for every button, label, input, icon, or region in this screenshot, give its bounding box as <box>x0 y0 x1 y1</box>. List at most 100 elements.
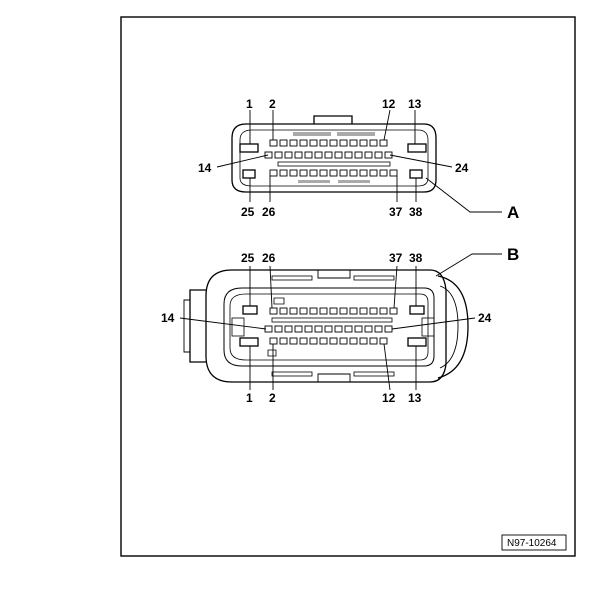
pin-cavity <box>264 151 273 159</box>
connector-a-cavity-25 <box>242 169 256 179</box>
pin-cavity <box>334 325 343 333</box>
figure-frame <box>120 16 576 557</box>
pin-cavity <box>284 325 293 333</box>
label-a-1: 1 <box>246 97 253 111</box>
pin-cavity <box>279 139 288 147</box>
pin-cavity <box>314 325 323 333</box>
pin-cavity <box>289 307 298 315</box>
pin-cavity <box>339 337 348 345</box>
label-a-25: 25 <box>241 205 255 219</box>
label-b-14: 14 <box>161 311 175 325</box>
pin-cavity <box>349 169 358 177</box>
pin-cavity <box>269 139 278 147</box>
connector-b-row-bottom <box>269 337 388 345</box>
pin-cavity <box>359 337 368 345</box>
connector-b-right-latch <box>437 275 469 379</box>
connector-b-side-right <box>421 317 435 337</box>
connector-b-cavity-1 <box>239 337 259 347</box>
connector-a-lock-bar-3 <box>298 180 330 183</box>
label-b-13: 13 <box>408 391 422 405</box>
pin-cavity <box>274 151 283 159</box>
pin-cavity <box>279 169 288 177</box>
connector-a-row-2 <box>264 151 393 159</box>
connector-b-row-middle <box>264 325 393 333</box>
pin-cavity <box>279 337 288 345</box>
leader-callout-b <box>435 253 502 277</box>
connector-b-bottom-slot-left <box>271 371 313 377</box>
connector-b-inner-shell-2 <box>229 293 429 361</box>
connector-b-key <box>273 297 285 305</box>
pin-cavity <box>349 139 358 147</box>
pin-cavity <box>319 169 328 177</box>
pin-cavity <box>379 307 388 315</box>
connector-b-bottom-tab <box>317 373 351 382</box>
figure-code-box <box>501 534 567 551</box>
pin-cavity <box>344 151 353 159</box>
label-a-37: 37 <box>389 205 403 219</box>
connector-a-center-slot <box>277 161 391 167</box>
pin-cavity <box>299 169 308 177</box>
leader-b-24 <box>391 317 476 330</box>
label-a-38: 38 <box>409 205 423 219</box>
figure-code: N97-10264 <box>507 538 557 549</box>
label-b-24: 24 <box>478 311 492 325</box>
connector-a-row-1 <box>269 139 388 147</box>
pin-cavity <box>374 151 383 159</box>
connector-a-lock-bar-2 <box>337 132 375 136</box>
connector-b-left-clip <box>189 289 206 363</box>
connector-b <box>179 253 502 391</box>
pin-cavity <box>329 169 338 177</box>
label-a-24: 24 <box>455 161 469 175</box>
pin-cavity <box>359 307 368 315</box>
pin-cavity <box>289 139 298 147</box>
connector-a-row-3 <box>269 169 398 177</box>
pin-cavity <box>379 169 388 177</box>
pin-cavity <box>284 151 293 159</box>
pin-cavity <box>379 337 388 345</box>
pin-cavity <box>309 337 318 345</box>
label-b-2: 2 <box>269 391 276 405</box>
pin-cavity <box>349 337 358 345</box>
pin-cavity <box>329 307 338 315</box>
leader-b-14 <box>179 317 267 330</box>
pin-cavity <box>374 325 383 333</box>
pin-cavity <box>309 169 318 177</box>
pin-cavity <box>364 325 373 333</box>
pin-cavity <box>339 139 348 147</box>
pin-cavity <box>304 325 313 333</box>
connector-b-top-tab <box>317 270 351 279</box>
leader-a-12 <box>383 109 391 141</box>
callout-b: B <box>507 245 519 264</box>
connector-b-bottom-slot-right <box>353 371 395 377</box>
pin-cavity <box>339 169 348 177</box>
label-b-1: 1 <box>246 391 253 405</box>
leader-b-37 <box>393 265 398 309</box>
connector-a-housing <box>231 123 437 193</box>
pin-cavity <box>369 307 378 315</box>
pin-cavity <box>329 337 338 345</box>
label-a-2: 2 <box>269 97 276 111</box>
connector-b-row-top <box>269 307 398 315</box>
pin-cavity <box>319 337 328 345</box>
pin-cavity <box>294 325 303 333</box>
leader-b-26 <box>269 265 273 309</box>
pin-cavity <box>329 139 338 147</box>
pin-cavity <box>299 307 308 315</box>
leader-a-24 <box>389 154 453 168</box>
pin-cavity <box>294 151 303 159</box>
pin-cavity <box>354 325 363 333</box>
pin-cavity <box>344 325 353 333</box>
pin-cavity <box>379 139 388 147</box>
pin-cavity <box>369 139 378 147</box>
label-a-12: 12 <box>382 97 396 111</box>
connector-a-cavity-13 <box>407 143 427 153</box>
connector-b-inner-shell <box>223 287 435 367</box>
label-b-26: 26 <box>262 251 276 265</box>
pin-cavity <box>339 307 348 315</box>
label-b-12: 12 <box>382 391 396 405</box>
pin-cavity <box>369 337 378 345</box>
leader-a-14 <box>216 154 269 168</box>
connector-b-right-latch-inner <box>439 285 459 369</box>
